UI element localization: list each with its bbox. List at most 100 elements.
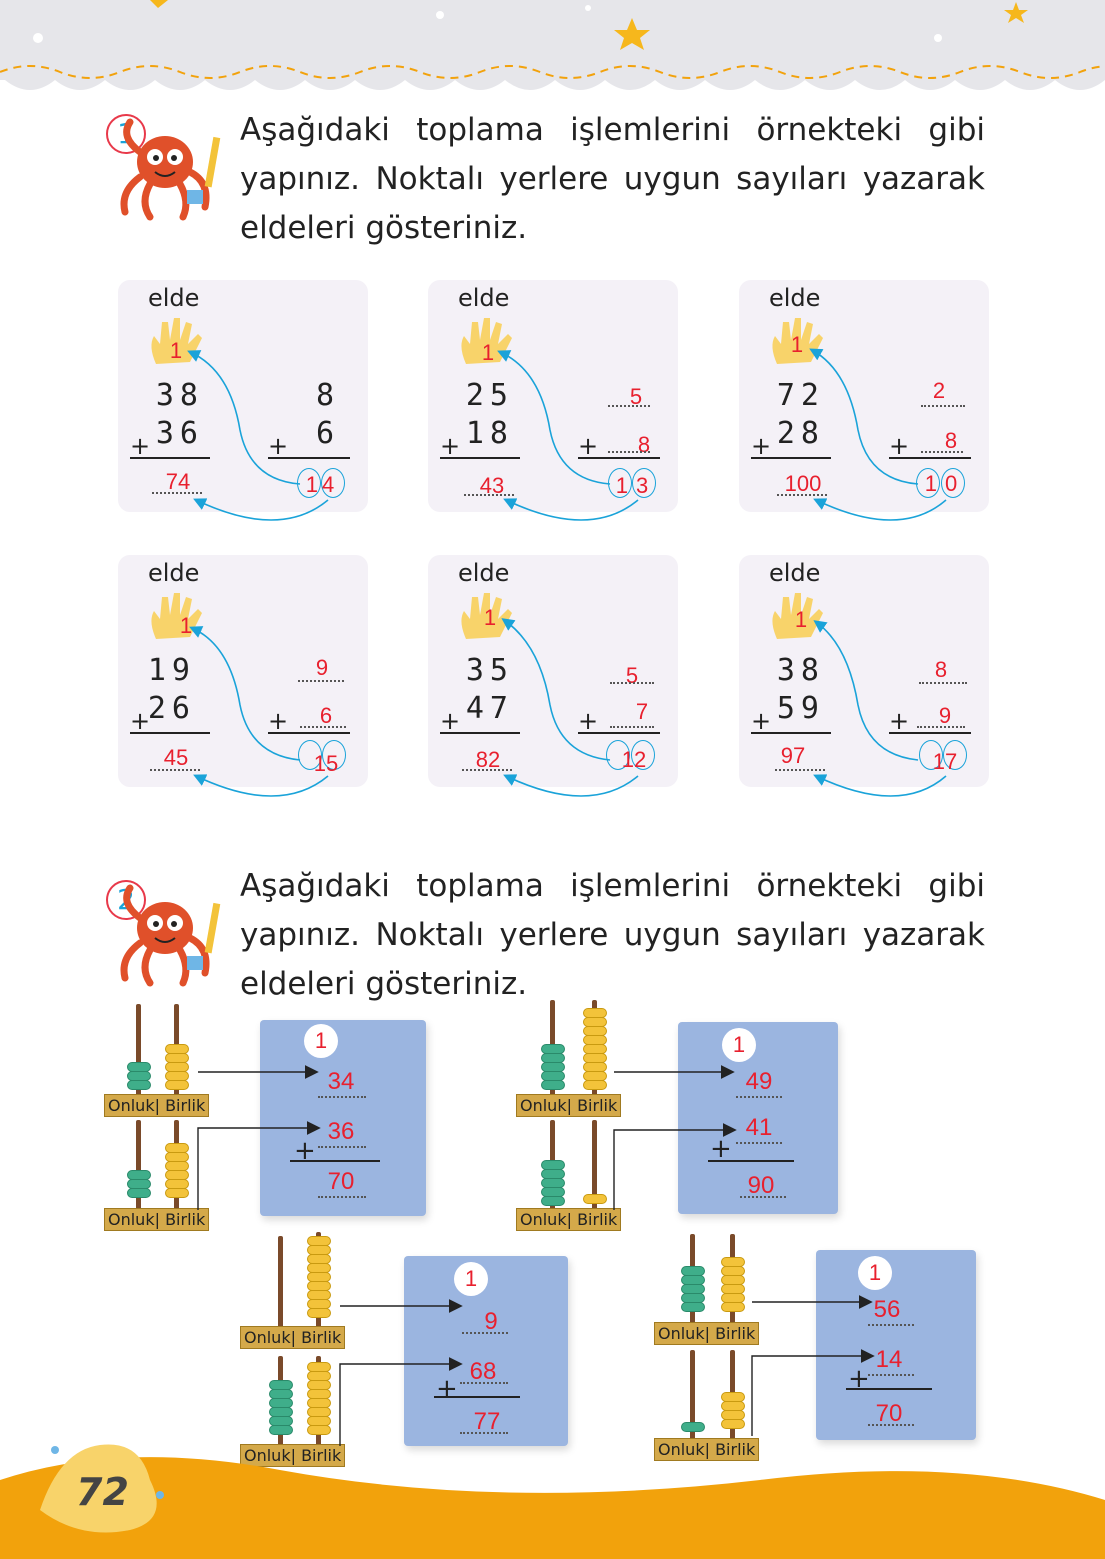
octopus-mascot-icon	[120, 118, 221, 221]
hand-icon	[772, 593, 823, 639]
carry-digit: 1	[481, 340, 495, 365]
note-dots	[740, 1196, 786, 1198]
note-top-number: 56	[873, 1296, 901, 1323]
sum-line	[130, 732, 210, 734]
note-top-number: 9	[484, 1308, 498, 1335]
tens-addend-bottom: 26	[147, 691, 196, 726]
addition-card-3: elde 1 72 28 + 100 2 8 + 10	[739, 280, 989, 512]
plus-sign: +	[130, 707, 151, 735]
birlik-label: Birlik	[715, 1324, 756, 1343]
ones-bottom-dots	[608, 451, 650, 453]
sum-line	[268, 457, 350, 459]
plus-sign: +	[268, 707, 289, 735]
tens-addend-top: 72	[776, 378, 825, 413]
abacus-bead	[583, 1194, 607, 1204]
sum-line	[440, 457, 520, 459]
plus-sign: +	[436, 1374, 458, 1404]
abacus-label: Onluk| Birlik	[240, 1444, 346, 1467]
note-top-number: 34	[327, 1068, 355, 1095]
carry-circle: 1	[858, 1256, 892, 1290]
note-dots	[318, 1096, 366, 1098]
note-dots	[318, 1196, 366, 1198]
ones-bottom-dots	[917, 726, 965, 728]
tens-addend-top: 38	[776, 653, 825, 688]
sticky-note-1: 1 34 + 36 70	[260, 1020, 426, 1216]
ones-circle	[631, 740, 655, 770]
result: 82	[475, 747, 501, 772]
abacus-bead	[681, 1302, 705, 1312]
carry-digit: 1	[179, 613, 193, 638]
onluk-label: Onluk	[520, 1210, 567, 1229]
note-bottom-number: 36	[327, 1118, 355, 1145]
carry-circle: 1	[722, 1028, 756, 1062]
sum-line	[751, 732, 831, 734]
note-dots	[736, 1142, 782, 1144]
birlik-label: Birlik	[165, 1096, 206, 1115]
plus-sign: +	[578, 432, 599, 460]
ones-circle	[321, 468, 345, 498]
result: 97	[780, 743, 806, 768]
abacus-label: Onluk| Birlik	[104, 1208, 210, 1231]
note-bottom-number: 14	[875, 1346, 903, 1373]
birlik-label: Birlik	[165, 1210, 206, 1229]
tens-addend-top: 19	[147, 653, 196, 688]
ones-circle	[632, 468, 656, 498]
abacus-bead	[165, 1080, 189, 1090]
note-sum-line	[846, 1388, 932, 1390]
note-dots	[462, 1332, 508, 1334]
ones-circle	[322, 740, 346, 770]
abacus-bead	[721, 1419, 745, 1429]
header-decoration	[0, 0, 1105, 90]
plus-sign: +	[889, 432, 910, 460]
abacus-bead	[307, 1308, 331, 1318]
plus-sign: +	[268, 432, 289, 460]
note-sum-line	[290, 1160, 380, 1162]
ones-addend-bottom: 8	[944, 428, 958, 453]
tens-addend-top: 38	[155, 378, 204, 413]
abacus-label: Onluk| Birlik	[516, 1094, 622, 1117]
ones-top-dots	[919, 682, 967, 684]
tens-addend-top: 25	[465, 378, 514, 413]
abacus-bead	[127, 1188, 151, 1198]
note-dots	[868, 1424, 914, 1426]
ones-addend-bottom: 6	[319, 703, 333, 728]
note-top-number: 49	[745, 1068, 773, 1095]
ones-addend-bottom: 6	[315, 416, 340, 451]
abacus-bead	[541, 1080, 565, 1090]
note-bottom-number: 41	[745, 1114, 773, 1141]
abacus-bead	[721, 1302, 745, 1312]
ones-top-dots	[610, 682, 654, 684]
abacus-label: Onluk| Birlik	[654, 1322, 760, 1345]
question-1-text: Aşağıdaki toplama işlemlerini örnekteki …	[240, 112, 985, 246]
carry-digit: 1	[794, 607, 808, 632]
note-dots	[736, 1096, 782, 1098]
abacus-bead	[269, 1425, 293, 1435]
sum-line	[440, 732, 520, 734]
abacus-label: Onluk| Birlik	[654, 1438, 760, 1461]
result: 74	[165, 469, 191, 494]
question-2-text: Aşağıdaki toplama işlemlerini örnekteki …	[240, 868, 985, 1002]
birlik-label: Birlik	[301, 1446, 342, 1465]
sum-line	[578, 457, 660, 459]
ones-addend-top: 8	[315, 378, 340, 413]
sum-line	[130, 457, 210, 459]
result-dots	[464, 494, 514, 496]
abacus-label: Onluk| Birlik	[240, 1326, 346, 1349]
ones-top-dots	[921, 405, 965, 407]
ones-addend-bottom: 9	[938, 703, 952, 728]
abacus-rod	[136, 1120, 141, 1212]
ones-sum: 15	[313, 751, 339, 776]
plus-sign: +	[751, 707, 772, 735]
addition-card-2: elde 1 25 18 + 43 5 8 + 13	[428, 280, 678, 512]
birlik-label: Birlik	[301, 1328, 342, 1347]
result-dots	[150, 769, 200, 771]
result: 45	[163, 745, 189, 770]
elde-label: elde	[458, 284, 510, 312]
ones-addend-top: 5	[625, 663, 639, 688]
ones-top-dots	[608, 405, 650, 407]
ones-sum: 14	[305, 472, 339, 497]
plus-sign: +	[578, 707, 599, 735]
result-dots	[777, 494, 827, 496]
addition-card-4: elde 1 19 26 + 45 9 6 + 15	[118, 555, 368, 787]
note-sum-line	[708, 1160, 794, 1162]
